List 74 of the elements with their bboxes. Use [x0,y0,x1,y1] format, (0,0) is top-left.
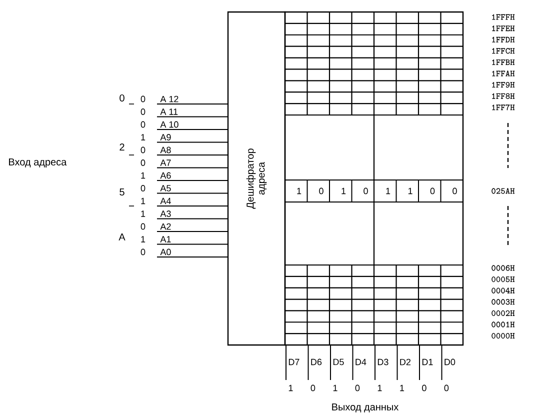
memory-bit: 1 [408,188,412,194]
output-caption: Выход данных [332,404,399,412]
address-value: 0006H [492,265,515,271]
data-bit: 1 [288,384,293,392]
memory-bit: 0 [319,188,324,194]
address-bit: 1 [141,210,146,217]
address-line-label: A 11 [160,108,178,115]
address-value: 1FF9H [492,82,515,88]
address-value: 025AH [492,188,515,194]
address-value: 1FF8H [492,93,515,99]
data-bit: 1 [400,384,404,392]
data-line-label: D4 [356,358,366,366]
address-line-label: A9 [160,134,171,140]
address-bit: 0 [140,185,146,192]
address-bit: 0 [140,248,146,256]
address-value: 0005H [492,276,515,282]
address-bit: 0 [140,223,146,230]
address-value: 1FF7H [492,104,515,110]
address-bit: 0 [140,96,146,102]
data-line-label: D0 [444,358,456,366]
address-line-label: A0 [160,248,171,256]
address-value: 1FFFH [492,14,515,20]
address-value: 1FFBH [492,59,515,65]
address-value: 1FFAH [492,70,515,76]
address-value: 0002H [492,310,515,316]
address-bit: 0 [140,108,146,115]
address-bit: 1 [141,172,146,179]
data-bit: 1 [333,384,338,392]
address-value: 1FFDH [492,36,515,42]
data-bit: 0 [422,384,426,392]
hex-digit: 5 [120,188,124,196]
address-line-label: A6 [160,172,171,179]
address-value: 0000H [492,332,515,339]
address-line-label: A3 [160,210,171,217]
address-line-label: A5 [160,185,171,192]
address-value: 0003H [492,299,515,305]
address-bit: 1 [141,198,146,204]
address-line-label: A7 [160,160,171,166]
data-line-label: D7 [288,358,300,366]
address-value: 1FFEH [492,26,515,32]
address-bit: 0 [140,160,146,166]
data-bit: 0 [444,384,449,392]
data-bit: 1 [378,384,382,392]
hex-digit: 2 [120,144,124,150]
input-caption: Вход адреса [9,158,67,168]
memory-bit: 0 [430,188,435,194]
address-line-label: A2 [160,223,171,230]
address-line-label: A 10 [160,121,178,128]
address-bit: 1 [141,236,146,242]
memory-bit: 1 [386,188,390,194]
memory-bit: 1 [342,188,346,194]
data-bit: 0 [310,384,316,392]
decoder-box: Дешифратор адреса [227,11,286,346]
data-line-label: D5 [333,358,344,366]
memory-bit: 1 [297,188,302,194]
memory-bit: 0 [452,188,457,194]
data-bit: 0 [355,384,360,392]
data-line-label: D3 [378,358,388,366]
address-line-label: A 12 [160,96,178,102]
address-bit: 1 [141,134,146,140]
address-bit: 0 [140,121,146,128]
hex-digit: A [118,234,126,240]
hex-digit: 0 [120,94,124,102]
address-bit: 0 [140,146,146,154]
data-line-label: D6 [311,358,322,366]
address-value: 0001H [492,322,515,328]
address-value: 1FFCH [492,48,515,54]
data-line-label: D2 [400,358,410,366]
address-line-label: A8 [160,146,171,154]
memory-bit: 0 [364,188,368,194]
data-line-label: D1 [422,358,433,366]
address-line-label: A4 [160,198,171,204]
address-value: 0004H [492,288,515,294]
address-line-label: A1 [160,236,171,242]
